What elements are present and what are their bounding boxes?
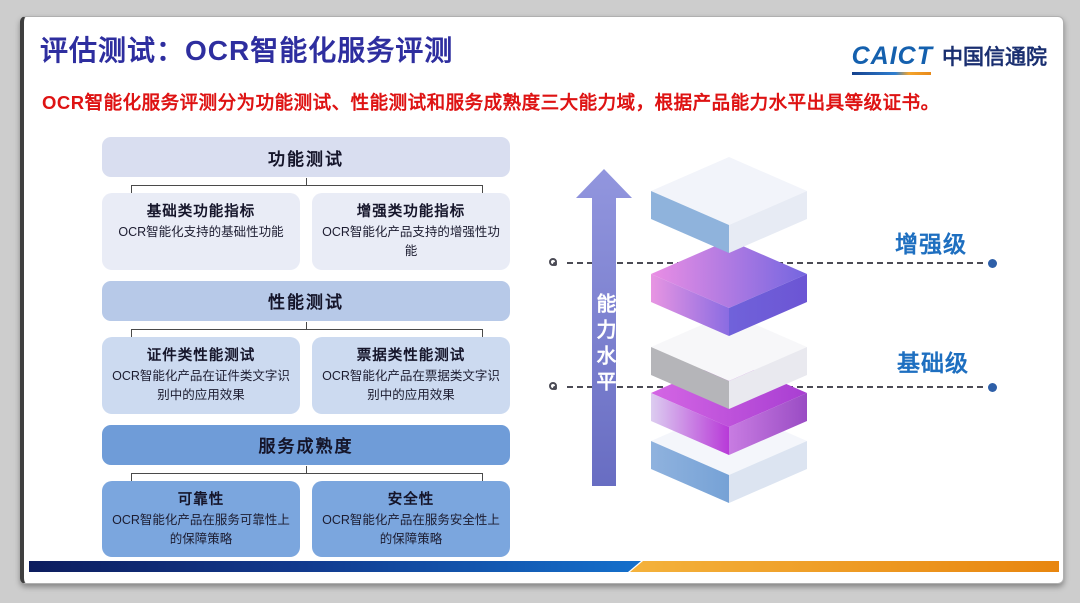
- tree-children-row: 基础类功能指标 OCR智能化支持的基础性功能 增强类功能指标 OCR智能化产品支…: [102, 193, 510, 270]
- connector-bracket: [130, 328, 484, 337]
- slide-card: 评估测试：OCR智能化服务评测 CAICT 中国信通院 OCR智能化服务评测分为…: [20, 16, 1064, 584]
- tree-section-service-maturity: 服务成熟度: [102, 424, 510, 465]
- enhanced-level-label: 增强级: [895, 231, 967, 257]
- connector-stub: [306, 178, 307, 185]
- tree-child-title: 基础类功能指标: [146, 204, 256, 220]
- evaluation-tree: 功能测试 基础类功能指标 OCR智能化支持的基础性功能 增强类功能指标 OCR智…: [102, 137, 510, 568]
- tree-connector: [102, 321, 510, 337]
- tree-child-desc: OCR智能化支持的基础性功能: [118, 225, 284, 239]
- tree-child-desc: OCR智能化产品支持的增强性功能: [322, 225, 500, 259]
- tree-section-title: 功能测试: [268, 149, 344, 169]
- ring-marker-icon: [549, 382, 557, 390]
- stack-layer-top-white: [651, 157, 807, 253]
- dot-marker-icon: [988, 383, 997, 392]
- tree-child-desc: OCR智能化产品在证件类文字识别中的应用效果: [112, 368, 290, 403]
- connector-stub: [306, 321, 307, 329]
- tree-child-box: 基础类功能指标 OCR智能化支持的基础性功能: [102, 193, 300, 270]
- tree-section-title: 服务成熟度: [258, 437, 354, 456]
- tree-child-box: 可靠性 OCR智能化产品在服务可靠性上的保障策略: [102, 480, 300, 558]
- capability-axis-label: 能力水平: [593, 293, 615, 397]
- capability-arrow: [576, 169, 632, 486]
- tree-children-row: 可靠性 OCR智能化产品在服务可靠性上的保障策略 安全性 OCR智能化产品在服务…: [102, 480, 510, 558]
- stack-layer-gray: [651, 313, 807, 409]
- caict-logo-acronym: CAICT: [851, 42, 933, 75]
- dot-marker-icon: [988, 259, 997, 268]
- page-title: 评估测试：OCR智能化服务评测: [40, 35, 454, 66]
- connector-stub: [306, 465, 307, 473]
- tree-child-title: 可靠性: [177, 491, 225, 508]
- tree-child-desc: OCR智能化产品在票据类文字识别中的应用效果: [322, 368, 500, 403]
- bar-blue-segment: [29, 561, 641, 572]
- tree-child-box: 票据类性能测试 OCR智能化产品在票据类文字识别中的应用效果: [312, 336, 510, 414]
- capability-diagram: 能力水平 增强级 基础级: [539, 141, 999, 533]
- stack-layer-purple: [651, 240, 807, 336]
- tree-child-desc: OCR智能化产品在服务安全性上的保障策略: [322, 512, 500, 546]
- capability-stack-graphic: [576, 157, 807, 503]
- tree-child-title: 增强类功能指标: [356, 204, 466, 220]
- tree-section-performance-test: 性能测试: [102, 280, 510, 321]
- tree-connector: [102, 465, 510, 481]
- bottom-accent-bar: [29, 561, 1059, 572]
- tree-child-desc: OCR智能化产品在服务可靠性上的保障策略: [112, 512, 290, 546]
- slide-subtitle: OCR智能化服务评测分为功能测试、性能测试和服务成熟度三大能力域，根据产品能力水…: [42, 92, 940, 113]
- basic-level-label: 基础级: [897, 350, 969, 376]
- caict-logo: CAICT 中国信通院: [851, 41, 1047, 75]
- caict-logo-name: 中国信通院: [942, 46, 1047, 69]
- tree-section-function-test: 功能测试: [102, 137, 510, 177]
- tree-child-box: 证件类性能测试 OCR智能化产品在证件类文字识别中的应用效果: [102, 336, 300, 414]
- connector-bracket: [130, 472, 484, 481]
- tree-connector: [102, 177, 510, 193]
- tree-child-box: 安全性 OCR智能化产品在服务安全性上的保障策略: [312, 480, 510, 558]
- tree-section-title: 性能测试: [268, 293, 344, 313]
- bar-orange-segment: [630, 561, 1059, 572]
- tree-child-box: 增强类功能指标 OCR智能化产品支持的增强性功能: [312, 193, 510, 270]
- connector-bracket: [130, 185, 484, 193]
- tree-child-title: 证件类性能测试: [146, 347, 256, 364]
- tree-child-title: 安全性: [387, 491, 435, 508]
- tree-children-row: 证件类性能测试 OCR智能化产品在证件类文字识别中的应用效果 票据类性能测试 O…: [102, 336, 510, 414]
- ring-marker-icon: [549, 258, 557, 266]
- tree-child-title: 票据类性能测试: [356, 347, 466, 364]
